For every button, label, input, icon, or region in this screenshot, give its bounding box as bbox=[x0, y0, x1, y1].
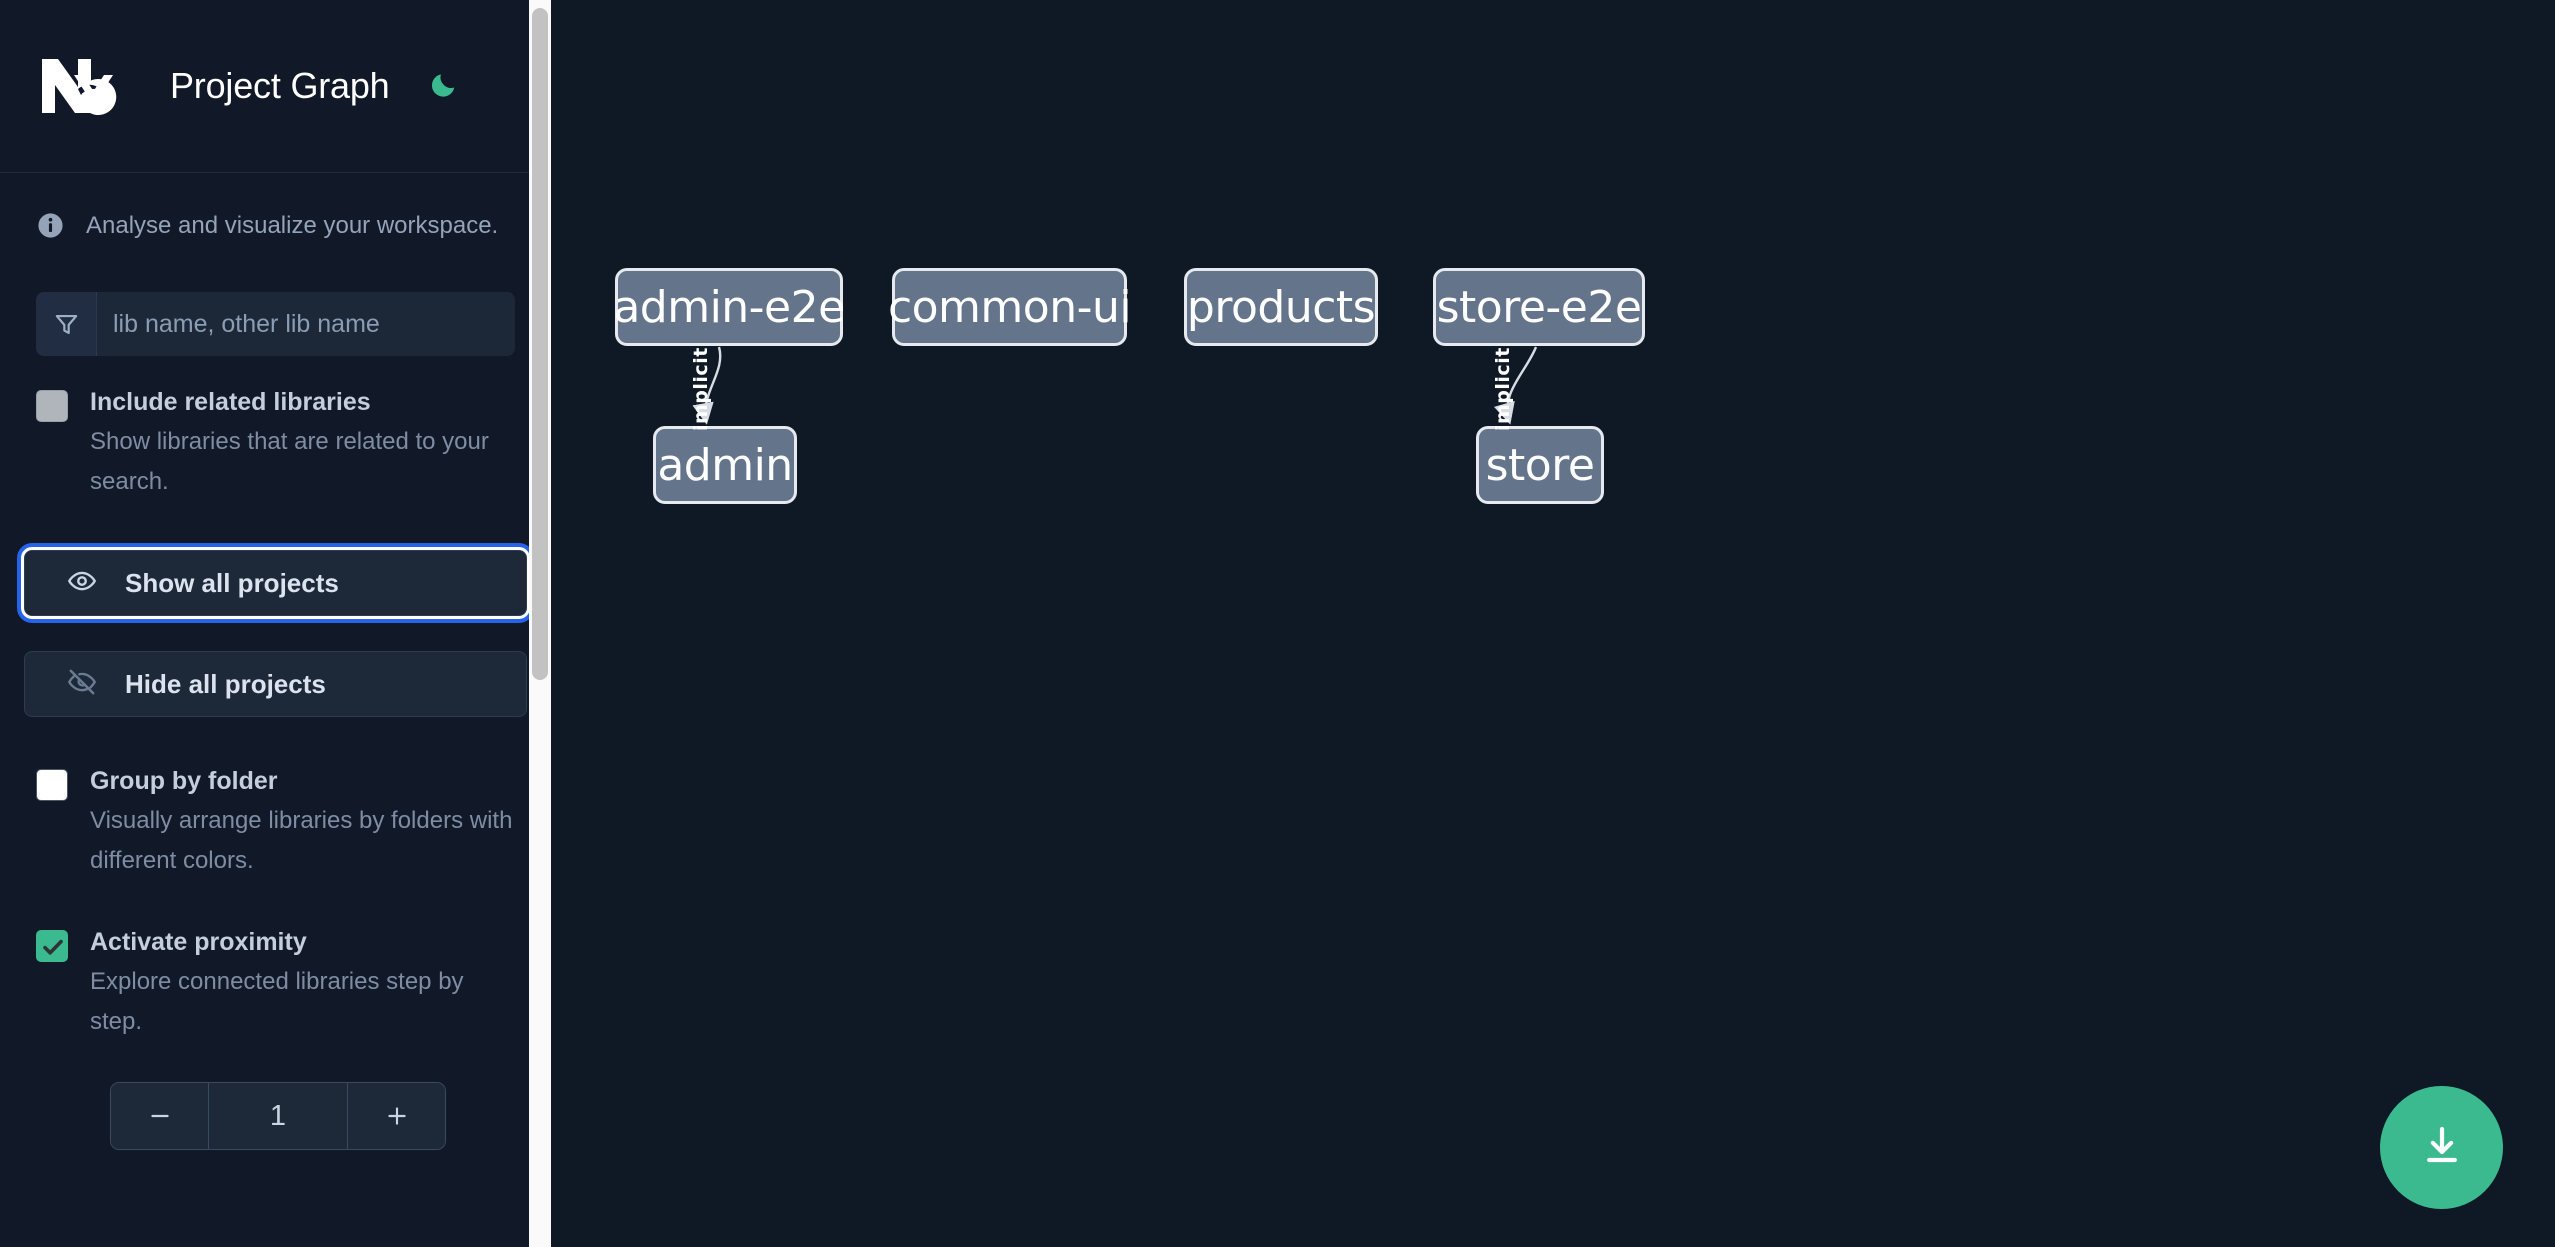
option-label: Activate proximity bbox=[90, 928, 307, 956]
sidebar-scrollbar-thumb[interactable] bbox=[532, 8, 548, 680]
download-icon bbox=[2418, 1122, 2466, 1173]
graph-node-store[interactable]: store bbox=[1476, 426, 1604, 504]
graph-node-admin-e2e[interactable]: admin-e2e bbox=[613, 268, 845, 346]
sidebar-scrollbar[interactable] bbox=[529, 0, 551, 1247]
hide-all-projects-button[interactable]: Hide all projects bbox=[24, 651, 527, 717]
moon-icon[interactable] bbox=[423, 66, 463, 106]
option-include-related-libraries: Include related libraries Show libraries… bbox=[36, 356, 515, 502]
proximity-value[interactable]: 1 bbox=[209, 1083, 347, 1149]
search-filter-row bbox=[36, 292, 515, 356]
eye-off-icon bbox=[67, 667, 97, 702]
graph-node-products[interactable]: products bbox=[1184, 268, 1378, 346]
edge-store-e2e-to-store bbox=[1494, 346, 1538, 425]
option-description: Explore connected libraries step by step… bbox=[90, 968, 464, 1035]
show-all-projects-button[interactable]: Show all projects bbox=[21, 547, 530, 619]
proximity-decrement-button[interactable] bbox=[111, 1083, 209, 1149]
option-group-by-folder: Group by folder Visually arrange librari… bbox=[36, 717, 515, 881]
option-description: Show libraries that are related to your … bbox=[90, 428, 489, 495]
graph-canvas[interactable]: admin-e2e common-ui products store-e2e a… bbox=[551, 0, 2555, 1247]
info-icon bbox=[36, 211, 65, 240]
option-label: Group by folder bbox=[90, 767, 278, 795]
page-title: Project Graph bbox=[170, 65, 390, 106]
sidebar-tagline: Analyse and visualize your workspace. bbox=[0, 173, 551, 240]
sidebar-header: Project Graph bbox=[0, 0, 551, 173]
option-activate-proximity: Activate proximity Explore connected lib… bbox=[36, 881, 515, 1042]
checkbox-include-related-libraries[interactable] bbox=[36, 390, 68, 422]
option-description: Visually arrange libraries by folders wi… bbox=[90, 807, 513, 874]
proximity-increment-button[interactable] bbox=[347, 1083, 445, 1149]
graph-node-admin[interactable]: admin bbox=[653, 426, 797, 504]
graph-node-common-ui[interactable]: common-ui bbox=[888, 268, 1132, 346]
sidebar: Project Graph Analyse and visualize your… bbox=[0, 0, 551, 1247]
projects-visibility-buttons: Show all projects Hide all projects bbox=[21, 547, 530, 717]
eye-icon bbox=[67, 566, 97, 601]
checkbox-group-by-folder[interactable] bbox=[36, 769, 68, 801]
graph-node-store-e2e[interactable]: store-e2e bbox=[1433, 268, 1645, 346]
search-input[interactable] bbox=[97, 292, 515, 356]
checkbox-activate-proximity[interactable] bbox=[36, 930, 68, 962]
hide-all-projects-label: Hide all projects bbox=[125, 668, 326, 699]
edge-label-implicit-admin: implicit bbox=[690, 347, 712, 431]
edge-admin-e2e-to-admin bbox=[692, 346, 722, 425]
proximity-stepper: 1 bbox=[110, 1082, 446, 1150]
graph-edges bbox=[692, 346, 1538, 425]
tagline-text: Analyse and visualize your workspace. bbox=[86, 211, 499, 239]
download-graph-button[interactable] bbox=[2380, 1086, 2503, 1209]
filter-funnel-icon bbox=[36, 292, 97, 356]
option-label: Include related libraries bbox=[90, 388, 371, 416]
show-all-projects-label: Show all projects bbox=[125, 567, 339, 598]
nx-logo bbox=[36, 51, 128, 121]
edge-label-implicit-store: implicit bbox=[1492, 347, 1514, 431]
